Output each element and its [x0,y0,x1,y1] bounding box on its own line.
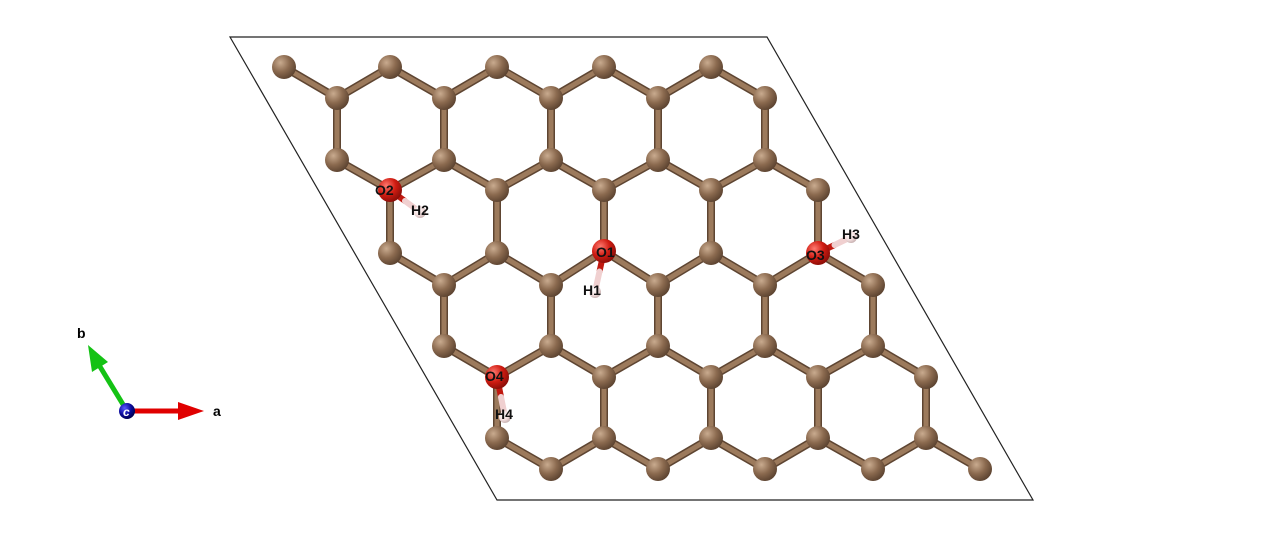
hydrogen-atom [414,206,426,218]
hydroxyl-bond-layer [387,187,854,420]
atom-label-h4: H4 [495,406,513,422]
oxygen-atom [806,241,830,265]
carbon-atom [539,457,563,481]
a-axis-arrowhead [178,402,204,420]
carbon-atom [485,55,509,79]
atom-label-o3: O3 [806,247,825,263]
carbon-atom [378,241,402,265]
carbon-atom [699,365,723,389]
axis-indicator: a b c [77,325,221,420]
atom-label-o1: O1 [596,244,615,260]
carbon-atom [325,86,349,110]
carbon-atom [378,55,402,79]
carbon-atom [968,457,992,481]
carbon-atom [539,334,563,358]
a-axis-label: a [213,403,221,419]
carbon-atom [806,426,830,450]
carbon-atom [806,178,830,202]
carbon-atom [646,148,670,172]
atom-label-o2: O2 [375,182,394,198]
oxygen-atom [378,178,402,202]
atom-layer [272,55,992,481]
carbon-atom [485,426,509,450]
carbon-atom [806,365,830,389]
c-axis-origin-icon [119,403,135,419]
carbon-atom [753,148,777,172]
carbon-atom [914,426,938,450]
carbon-atom [753,273,777,297]
oxygen-atom [485,365,509,389]
b-axis-arrow-shaft [96,363,130,413]
hydrogen-atom [845,231,857,243]
carbon-atom [699,178,723,202]
carbon-atom [432,273,456,297]
atom-labels: O1 O2 O3 O4 H1 H2 H3 H4 [375,182,860,422]
hydrogen-atom [589,286,601,298]
carbon-atom [539,273,563,297]
c-axis-label: c [123,405,130,419]
carbon-atom [753,457,777,481]
carbon-atom [592,426,616,450]
atom-label-h2: H2 [411,202,429,218]
carbon-atom [485,241,509,265]
carbon-atom [325,148,349,172]
bond-layer [280,63,984,473]
oxygen-layer [378,178,830,389]
hydrogen-atom [499,411,511,423]
carbon-atom [861,273,885,297]
carbon-atom [539,86,563,110]
carbon-atom [592,365,616,389]
carbon-atom [646,273,670,297]
atom-label-h1: H1 [583,282,601,298]
oxygen-atom [592,239,616,263]
carbon-atom [646,86,670,110]
carbon-atom [753,86,777,110]
carbon-atom [485,178,509,202]
carbon-atom [432,86,456,110]
b-axis-label: b [77,325,86,341]
carbon-atom [861,457,885,481]
carbon-atom [699,426,723,450]
carbon-atom [753,334,777,358]
carbon-atom [914,365,938,389]
atom-label-o4: O4 [485,368,504,384]
carbon-atom [646,334,670,358]
carbon-atom [646,457,670,481]
carbon-atom [539,148,563,172]
carbon-atom [592,55,616,79]
unit-cell-outline [228,36,1035,501]
carbon-atom [699,55,723,79]
carbon-atom [861,334,885,358]
carbon-atom [699,241,723,265]
b-axis-arrowhead [88,345,108,372]
atom-label-h3: H3 [842,226,860,242]
carbon-atom [432,148,456,172]
carbon-atom [592,178,616,202]
hydrogen-layer [414,206,857,423]
carbon-atom [272,55,296,79]
carbon-atom [432,334,456,358]
